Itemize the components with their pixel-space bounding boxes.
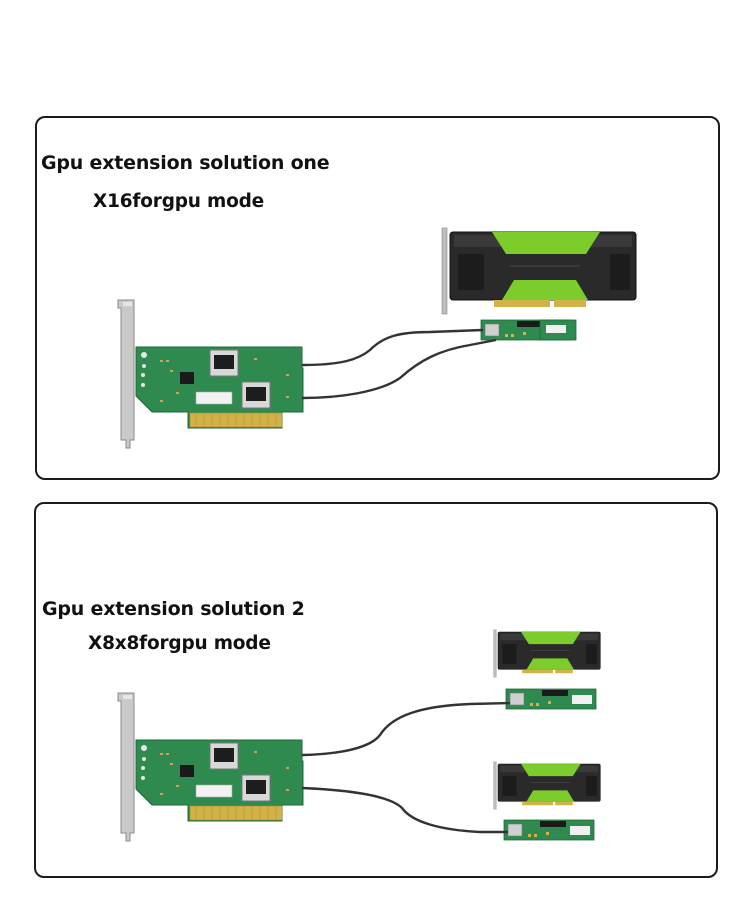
pcie-adapter-card-icon	[117, 299, 304, 449]
gpu-card-top-icon	[493, 629, 601, 678]
cable-two-lower	[301, 786, 508, 834]
solution-two-panel: Gpu extension solution 2 X8x8forgpu mode	[34, 502, 718, 878]
solution-two-mode: X8x8forgpu mode	[88, 633, 271, 654]
cable-two-upper	[301, 701, 511, 757]
solution-one-title: Gpu extension solution one	[41, 152, 330, 174]
riser-board-top-icon	[505, 688, 597, 710]
cable-one-upper	[301, 328, 484, 367]
riser-board-bottom-icon	[503, 819, 595, 841]
gpu-card-bottom-icon	[493, 761, 601, 810]
cable-one-lower	[301, 338, 497, 400]
solution-two-artwork	[117, 629, 601, 842]
solution-one-mode: X16forgpu mode	[93, 191, 264, 212]
pcie-adapter-card-icon	[117, 692, 304, 842]
riser-extension-icon	[539, 319, 577, 341]
solution-two-title: Gpu extension solution 2	[42, 598, 305, 620]
solution-one-artwork	[117, 227, 637, 449]
gpu-card-icon	[441, 227, 637, 315]
